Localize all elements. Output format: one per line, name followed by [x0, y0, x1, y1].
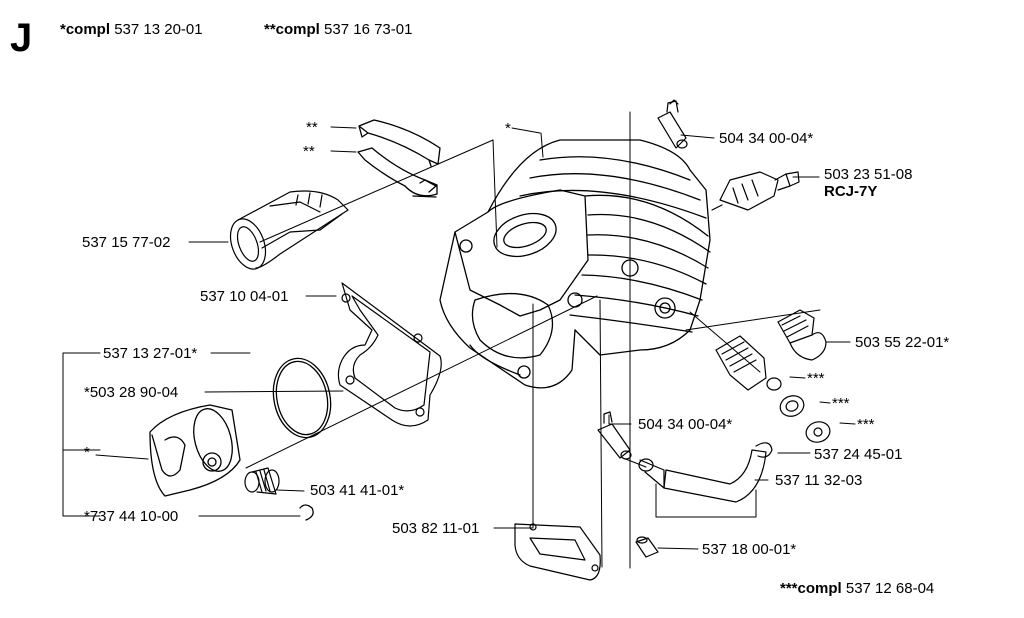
exhaust-gasket — [515, 524, 600, 580]
callout-spark-plug-type: RCJ-7Y — [824, 183, 878, 200]
cylinder — [440, 140, 710, 388]
footer-kit-label: ***compl 537 12 68-04 — [780, 580, 934, 597]
piston-pin-circlip — [300, 505, 313, 520]
leader-lines — [63, 112, 855, 568]
callout-decompression-valve: 503 55 22-01* — [855, 334, 950, 351]
kit-label-2: **compl 537 16 73-01 — [264, 21, 412, 38]
valve-body — [716, 336, 781, 390]
intake-manifold — [224, 191, 348, 274]
hose-fitting-top — [658, 100, 687, 148]
callout-kit3-bolt: *** — [857, 416, 875, 433]
kit-number-2: 537 16 73-01 — [324, 21, 413, 38]
callout-kit2-clamp-upper: ** — [306, 119, 318, 136]
needle-bearing — [245, 468, 279, 494]
callout-kit2-clamp-lower: ** — [303, 143, 315, 160]
piston-ring — [266, 353, 337, 443]
callout-piston-assembly: 537 13 27-01* — [103, 345, 198, 362]
section-letter: J — [10, 16, 33, 60]
hose-fitting-middle — [598, 412, 631, 459]
callout-kit3-valve: *** — [807, 370, 825, 387]
washer-fitting — [777, 392, 806, 419]
callout-base-gasket: 537 10 04-01 — [200, 288, 289, 305]
kit-label-1: *compl 537 13 20-01 — [60, 21, 203, 38]
footer-kit-number: 537 12 68-04 — [845, 580, 935, 597]
flange-clamp-upper — [359, 120, 440, 166]
impulse-hose — [639, 450, 766, 502]
callout-needle-bearing: 503 41 41-01* — [310, 482, 405, 499]
callout-kit1-piston: * — [84, 444, 90, 461]
callout-fitting-top: 504 34 00-04* — [719, 130, 814, 147]
callout-piston-ring: *503 28 90-04 — [84, 384, 179, 401]
callout-fitting-middle: 504 34 00-04* — [638, 416, 733, 433]
kit-prefix-1: *compl — [60, 21, 111, 38]
callout-spark-plug: 503 23 51-08 — [824, 166, 913, 183]
spark-plug — [712, 172, 799, 210]
callout-intake-manifold: 537 15 77-02 — [82, 234, 171, 251]
banjo-bolt — [804, 419, 832, 445]
plug-pin — [636, 537, 658, 557]
decompression-valve — [778, 310, 826, 360]
callout-kit3-washer: *** — [832, 395, 850, 412]
hose-clip — [756, 443, 772, 457]
callout-circlip: *737 44 10-00 — [84, 508, 179, 525]
callout-impulse-hose: 537 11 32-03 — [775, 472, 863, 489]
callout-plug-pin: 537 18 00-01* — [702, 541, 797, 558]
kit-prefix-2: **compl — [264, 21, 320, 38]
footer-kit-prefix: ***compl — [780, 580, 842, 597]
kit-number-1: 537 13 20-01 — [114, 21, 203, 38]
callout-hose-clip: 537 24 45-01 — [814, 446, 903, 463]
piston — [150, 404, 240, 496]
flange-clamp-lower — [358, 148, 437, 197]
callout-exhaust-gasket: 503 82 11-01 — [392, 520, 480, 537]
callout-kit1-cylinder: * — [505, 120, 511, 137]
cylinder-base-gasket — [338, 283, 441, 426]
